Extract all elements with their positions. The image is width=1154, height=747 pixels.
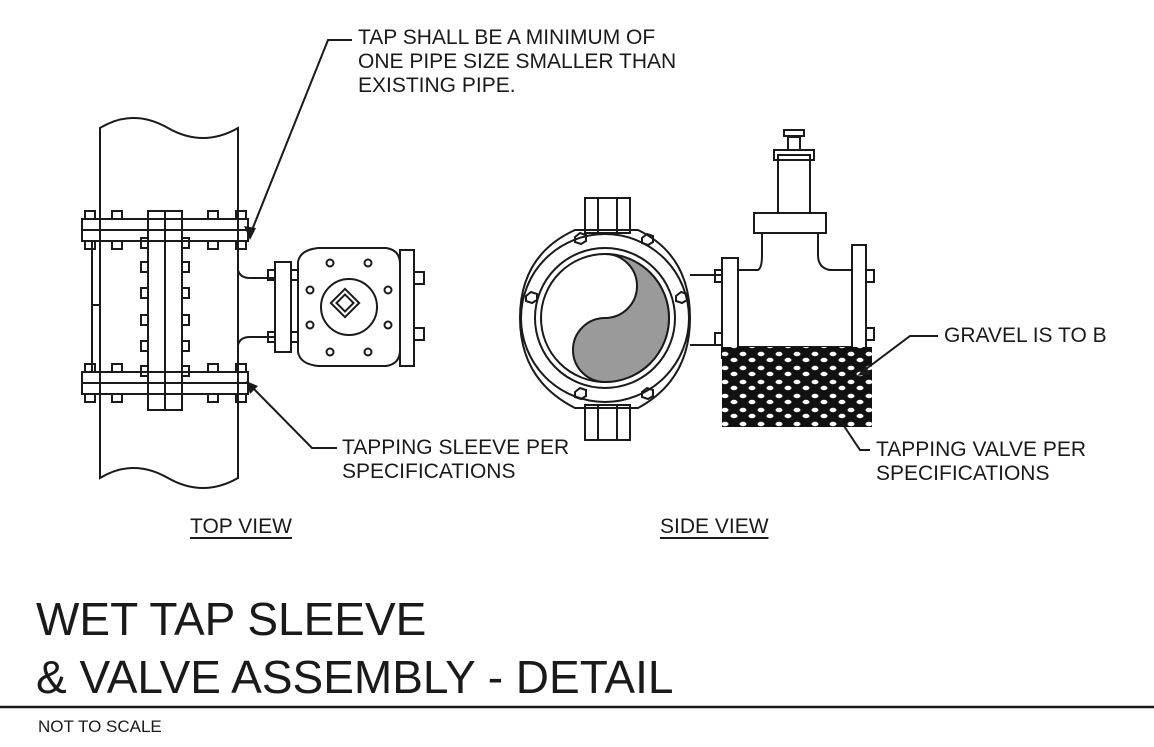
top-view-label: TOP VIEW [190,515,292,538]
gravel-note: GRAVEL IS TO B [944,324,1107,347]
valve-operating-nut [329,287,361,319]
sleeve-note: TAPPING SLEEVE PER SPECIFICATIONS [342,436,569,484]
flange-bolts [84,210,247,403]
tap-note-line-2: ONE PIPE SIZE SMALLER THAN [358,50,677,73]
valve-note-line-1: TAPPING VALVE PER [876,438,1087,461]
valve-note: TAPPING VALVE PER SPECIFICATIONS [876,438,1086,486]
split-flange-bolts [140,237,190,377]
tap-note-line-3: EXISTING PIPE. [358,74,516,97]
pipe-section-shading [572,253,670,384]
title-line-2: & VALVE ASSEMBLY - DETAIL [36,651,674,703]
top-view-drawing [81,117,425,489]
tap-note: TAP SHALL BE A MINIMUM OF ONE PIPE SIZE … [358,26,676,98]
pipe-bottom-break [99,395,239,489]
sleeve-outer-ring [518,229,692,409]
leader-lines [249,39,938,451]
outlet-flange [274,261,292,353]
side-view-label: SIDE VIEW [660,515,769,538]
pipe-top-break [99,117,239,215]
side-view-drawing [518,129,875,441]
sleeve-note-line-1: TAPPING SLEEVE PER [342,436,570,459]
scale-note: NOT TO SCALE [38,717,162,736]
sleeve-note-line-2: SPECIFICATIONS [342,460,516,483]
title-line-1: WET TAP SLEEVE [36,593,427,645]
valve-body-side [738,233,852,348]
tap-note-line-1: TAP SHALL BE A MINIMUM OF [358,26,656,49]
gravel-bed [722,347,872,427]
leader-arrowheads [244,226,870,394]
ring-bolts [525,231,688,401]
valve-note-line-2: SPECIFICATIONS [876,462,1050,485]
valve-bonnet [777,154,811,214]
